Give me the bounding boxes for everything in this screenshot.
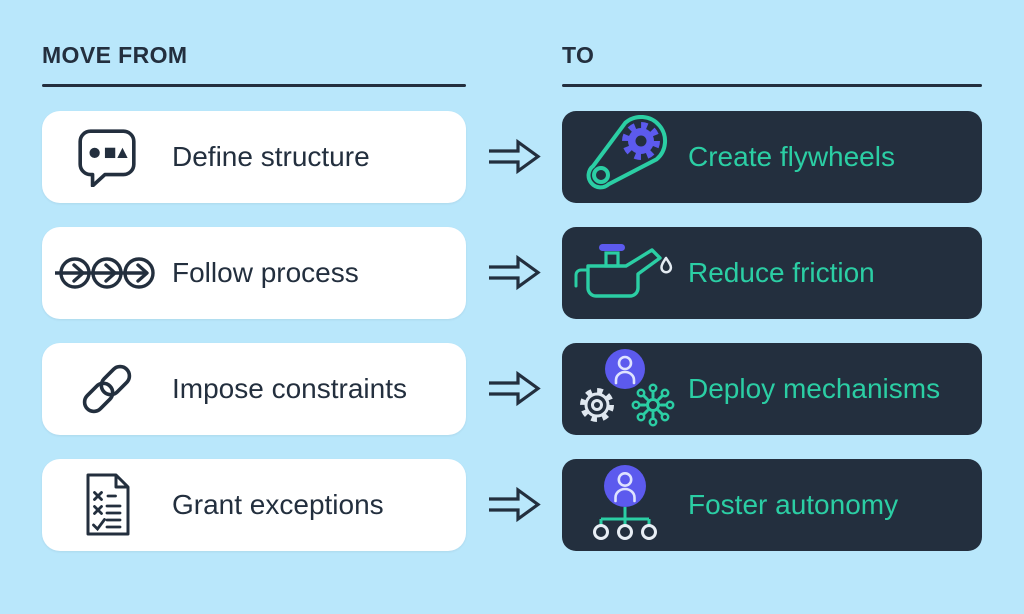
from-label: Impose constraints — [172, 372, 407, 404]
from-heading: MOVE FROM — [42, 42, 188, 68]
to-heading: TO — [562, 42, 595, 68]
to-label: Create flywheels — [688, 140, 895, 172]
card-foster-autonomy: Foster autonomy — [562, 459, 982, 551]
to-label: Deploy mechanisms — [688, 372, 941, 404]
from-label: Define structure — [172, 140, 370, 172]
card-define-structure: Define structure — [42, 111, 466, 203]
right-arrow-icon — [489, 370, 541, 407]
org-chart-person-icon — [562, 459, 688, 551]
arrow-cell — [466, 227, 562, 319]
from-label: Grant exceptions — [172, 488, 384, 520]
to-heading-underline — [562, 84, 982, 87]
oil-can-icon — [562, 227, 688, 319]
chain-link-icon — [42, 343, 172, 435]
card-grant-exceptions: Grant exceptions — [42, 459, 466, 551]
process-steps-icon — [42, 227, 172, 319]
arrow-cell — [466, 459, 562, 551]
card-deploy-mechanisms: Deploy mechanisms — [562, 343, 982, 435]
to-label: Foster autonomy — [688, 488, 899, 520]
gear-person-network-icon — [562, 343, 688, 435]
checklist-document-icon — [42, 459, 172, 551]
to-label: Reduce friction — [688, 256, 875, 288]
header-spacer — [466, 42, 562, 87]
column-header-to: TO — [562, 42, 982, 87]
speech-bubble-shapes-icon — [42, 111, 172, 203]
arrow-cell — [466, 111, 562, 203]
right-arrow-icon — [489, 486, 541, 523]
flywheel-gear-icon — [562, 111, 688, 203]
card-impose-constraints: Impose constraints — [42, 343, 466, 435]
card-reduce-friction: Reduce friction — [562, 227, 982, 319]
column-header-from: MOVE FROM — [42, 42, 466, 87]
arrow-cell — [466, 343, 562, 435]
comparison-board: MOVE FROM TO Define structure — [42, 42, 982, 551]
card-create-flywheels: Create flywheels — [562, 111, 982, 203]
card-follow-process: Follow process — [42, 227, 466, 319]
from-label: Follow process — [172, 256, 359, 288]
from-heading-underline — [42, 84, 466, 87]
right-arrow-icon — [489, 138, 541, 175]
right-arrow-icon — [489, 254, 541, 291]
